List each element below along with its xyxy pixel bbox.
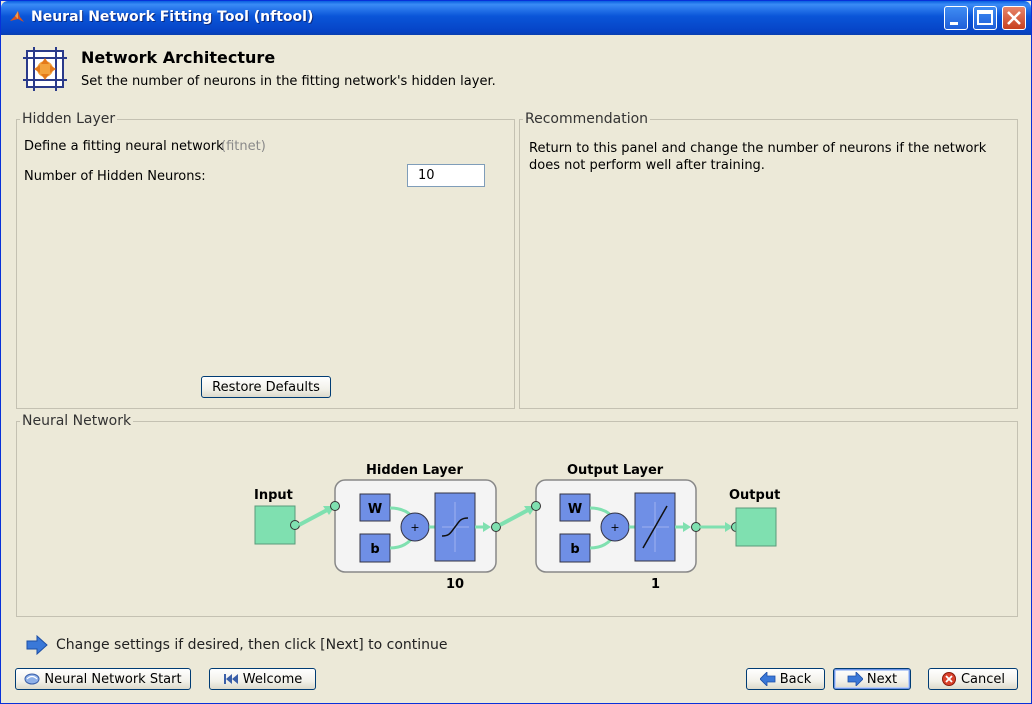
input-block (254, 505, 296, 545)
neural-network-panel: Neural Network Input Hidden Layer W b (16, 413, 1018, 617)
restore-defaults-button[interactable]: Restore Defaults (201, 376, 331, 398)
cancel-icon (941, 672, 956, 686)
hidden-input-node (330, 501, 340, 511)
hidden-output-node (491, 522, 501, 532)
title-bar[interactable]: Neural Network Fitting Tool (nftool) (1, 1, 1031, 35)
define-network-label: Define a fitting neural network (24, 139, 224, 154)
next-label: Next (866, 671, 898, 687)
window-title: Neural Network Fitting Tool (nftool) (31, 9, 314, 25)
arrow-right-icon (26, 635, 48, 655)
neural-network-start-label: Neural Network Start (44, 671, 182, 687)
output-bias-symbol: b (570, 542, 579, 557)
input-label: Input (254, 488, 293, 503)
output-weight-symbol: W (568, 502, 582, 517)
minimize-icon (950, 22, 958, 25)
hidden-output-arrow-icon (483, 522, 491, 532)
hidden-sum-symbol: + (410, 521, 419, 534)
welcome-button[interactable]: Welcome (209, 668, 316, 690)
arrow-right-icon (847, 672, 863, 686)
welcome-label: Welcome (242, 671, 303, 687)
minimize-button[interactable] (944, 6, 968, 30)
matlab-logo-icon (10, 11, 24, 22)
output-arrow-icon (725, 522, 733, 532)
hidden-weight-block (359, 493, 391, 522)
hidden-layer-panel: Hidden Layer Define a fitting neural net… (16, 111, 515, 409)
rewind-icon (223, 674, 238, 684)
output-bias-block (559, 533, 591, 563)
hidden-layer-title: Hidden Layer (366, 463, 463, 478)
linear-icon (642, 505, 668, 549)
output-block (735, 507, 777, 547)
client-area: Network Architecture Set the number of n… (5, 35, 1027, 701)
fitnet-hint: (fitnet) (221, 139, 266, 154)
arrow-left-icon (759, 672, 776, 686)
hidden-bias-block (359, 533, 391, 563)
input-connector (298, 507, 330, 527)
hidden-bias-symbol: b (370, 542, 379, 557)
hidden-weight-symbol: W (368, 502, 382, 517)
input-node (290, 520, 300, 530)
network-diagram: Input Hidden Layer W b + (254, 463, 780, 592)
close-button[interactable] (1002, 6, 1026, 30)
output-layer-title: Output Layer (567, 463, 664, 478)
sigmoid-icon (441, 517, 469, 537)
back-button[interactable]: Back (746, 668, 825, 690)
output-sum-symbol: + (610, 521, 619, 534)
maximize-button[interactable] (973, 6, 997, 30)
hint-text: Change settings if desired, then click [… (56, 637, 448, 653)
page-title: Network Architecture (81, 48, 276, 67)
recommendation-legend: Recommendation (523, 111, 651, 127)
hidden-neurons-input[interactable]: 10 (407, 164, 485, 187)
output-layer-input-node (531, 501, 541, 511)
maximize-icon (977, 10, 993, 25)
cancel-label: Cancel (960, 671, 1006, 687)
hidden-size-label: 10 (446, 577, 464, 592)
recommendation-text: Return to this panel and change the numb… (529, 141, 987, 173)
hidden-layer-legend: Hidden Layer (20, 111, 118, 127)
output-size-label: 1 (651, 577, 660, 592)
next-button[interactable]: Next (833, 668, 911, 690)
output-layer-output-node (691, 522, 701, 532)
network-architecture-icon (23, 47, 67, 91)
output-label: Output (729, 488, 780, 503)
recommendation-panel: Recommendation Return to this panel and … (519, 111, 1018, 409)
neural-network-start-button[interactable]: Neural Network Start (15, 668, 191, 690)
layer-connector (499, 507, 531, 527)
output-layer-arrow-icon (683, 522, 691, 532)
hidden-neurons-label: Number of Hidden Neurons: (24, 169, 206, 184)
page-subtitle: Set the number of neurons in the fitting… (81, 74, 496, 89)
cancel-button[interactable]: Cancel (928, 668, 1018, 690)
network-start-icon (24, 673, 40, 685)
neural-network-legend: Neural Network (20, 413, 134, 429)
back-label: Back (779, 671, 812, 687)
close-icon (1007, 11, 1021, 25)
